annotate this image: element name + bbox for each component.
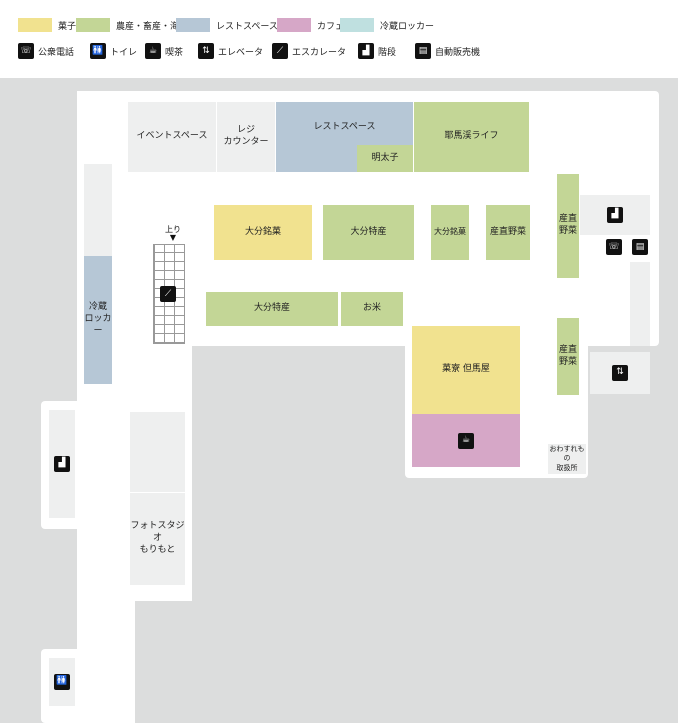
elevator-area: ⇅ <box>590 352 650 394</box>
legend-rest: レストスペース <box>176 18 278 32</box>
legend-label: トイレ <box>110 47 138 58</box>
legend-swatch <box>76 18 110 32</box>
room-label: 産直 野菜 <box>558 214 577 236</box>
legend-escalator: ⟋ エスカレータ <box>272 43 346 59</box>
room-okome: お米 <box>341 292 403 326</box>
legend-label: 農産・畜産・海産 <box>116 21 189 32</box>
elevator-icon: ⇅ <box>198 43 214 59</box>
room-oita-tokusan-2: 大分特産 <box>206 292 338 326</box>
toilet-icon: 🚻 <box>90 43 106 59</box>
room-label: お米 <box>362 303 381 314</box>
legend-label: 自動販売機 <box>435 47 481 58</box>
room-oita-tokusan-1: 大分特産 <box>323 205 414 260</box>
room-oita-meika-small: 大分銘菓 <box>431 205 469 260</box>
legend-swatch <box>176 18 210 32</box>
arrow-down-icon: ▼ <box>169 233 177 242</box>
corridor-left-upper <box>84 164 112 256</box>
escalator-icon: ⟋ <box>272 43 288 59</box>
legend-cafe: カフェ <box>277 18 344 32</box>
legend-label: カフェ <box>317 21 345 32</box>
room-oita-meika: 大分銘菓 <box>214 205 312 260</box>
legend-locker: 冷蔵ロッカー <box>340 18 434 32</box>
legend-label: 公衆電話 <box>38 47 75 58</box>
room-photo-studio: フォトスタジオ もりもと <box>130 493 185 585</box>
room-label: 菓寮 但馬屋 <box>442 364 490 375</box>
legend-stairs: ▟ 階段 <box>358 43 396 59</box>
legend-label: 冷蔵ロッカー <box>380 21 435 32</box>
legend-vending: ▤ 自動販売機 <box>415 43 480 59</box>
legend-label: レストスペース <box>216 21 278 32</box>
legend-agri: 農産・畜産・海産 <box>76 18 188 32</box>
vending-machine-icon: ▤ <box>632 239 648 255</box>
room-label: 産直 野菜 <box>558 344 577 367</box>
legend-label: 喫茶 <box>165 47 184 58</box>
stairs-up-text: 上り <box>165 225 181 234</box>
legend-swatch <box>277 18 311 32</box>
vending-machine-icon: ▤ <box>415 43 431 59</box>
room-label: 冷蔵 ロッカー <box>84 302 112 336</box>
escalator-area-right: ▟ <box>580 195 650 235</box>
legend-elevator: ⇅ エレベータ <box>198 43 263 59</box>
room-label: 明太子 <box>371 152 399 163</box>
room-label: 大分銘菓 <box>244 226 281 237</box>
legend-swatch <box>340 18 374 32</box>
room-label: 大分銘菓 <box>434 227 466 237</box>
corridor-right <box>630 262 650 346</box>
stairs-icon: ▟ <box>54 456 70 472</box>
phone-icon: ☏ <box>18 43 34 59</box>
room-cafe: ☕ <box>412 414 520 467</box>
room-label: 産直野菜 <box>489 226 526 237</box>
legend-label: エスカレータ <box>292 47 347 58</box>
toilet-area: 🚻 <box>49 658 75 706</box>
room-sanchoku-yasai-v2: 産直 野菜 <box>557 318 579 395</box>
room-register: レジ カウンター <box>217 102 275 172</box>
room-yabakei-life: 耶馬渓ライフ <box>414 102 529 172</box>
room-label: フォトスタジオ もりもと <box>130 521 185 555</box>
legend-label: 菓子 <box>58 21 77 32</box>
stairs-icon: ▟ <box>358 43 374 59</box>
room-event-space: イベントスペース <box>128 102 216 172</box>
stairs-up-label: 上り ▼ <box>165 226 181 242</box>
legend-label: 階段 <box>378 47 397 58</box>
room-label: 耶馬渓ライフ <box>444 131 499 142</box>
toilet-icon: 🚻 <box>54 674 70 690</box>
stairs-icon: ▟ <box>607 207 623 223</box>
coffee-icon: ☕ <box>458 432 474 449</box>
legend-coffee: ☕ 喫茶 <box>145 43 183 59</box>
room-label: イベントスペース <box>136 131 208 142</box>
room-label: 大分特産 <box>253 303 290 314</box>
phone-icon: ☏ <box>606 239 622 255</box>
room-studio-upper <box>130 412 185 492</box>
room-label: おわすれもの 取扱所 <box>549 445 585 472</box>
room-cold-locker: 冷蔵 ロッカー <box>84 256 112 384</box>
legend-sweets: 菓子 <box>18 18 76 32</box>
legend-phone: ☏ 公衆電話 <box>18 43 74 59</box>
room-label: レジ カウンター <box>223 125 269 147</box>
coffee-icon: ☕ <box>145 43 161 59</box>
room-mentaiko: 明太子 <box>357 145 413 172</box>
elevator-icon: ⇅ <box>612 365 628 381</box>
room-lost-found: おわすれもの 取扱所 <box>548 444 586 474</box>
room-label: レストスペース <box>313 122 376 132</box>
legend-label: エレベータ <box>218 47 264 58</box>
escalator-icon: ⟋ <box>160 286 176 302</box>
legend-swatch <box>18 18 52 32</box>
room-label: 大分特産 <box>350 226 387 237</box>
room-kuriryo-tajimaya: 菓寮 但馬屋 <box>412 326 520 414</box>
room-sanchoku-yasai-v1: 産直 野菜 <box>557 174 579 278</box>
map-legend: 菓子 農産・畜産・海産 レストスペース カフェ 冷蔵ロッカー ☏ 公衆電話 🚻 … <box>0 0 678 78</box>
room-sanchoku-yasai-1: 産直野菜 <box>486 205 530 260</box>
legend-toilet: 🚻 トイレ <box>90 43 137 59</box>
escalator-area-left: ▟ <box>49 410 75 518</box>
